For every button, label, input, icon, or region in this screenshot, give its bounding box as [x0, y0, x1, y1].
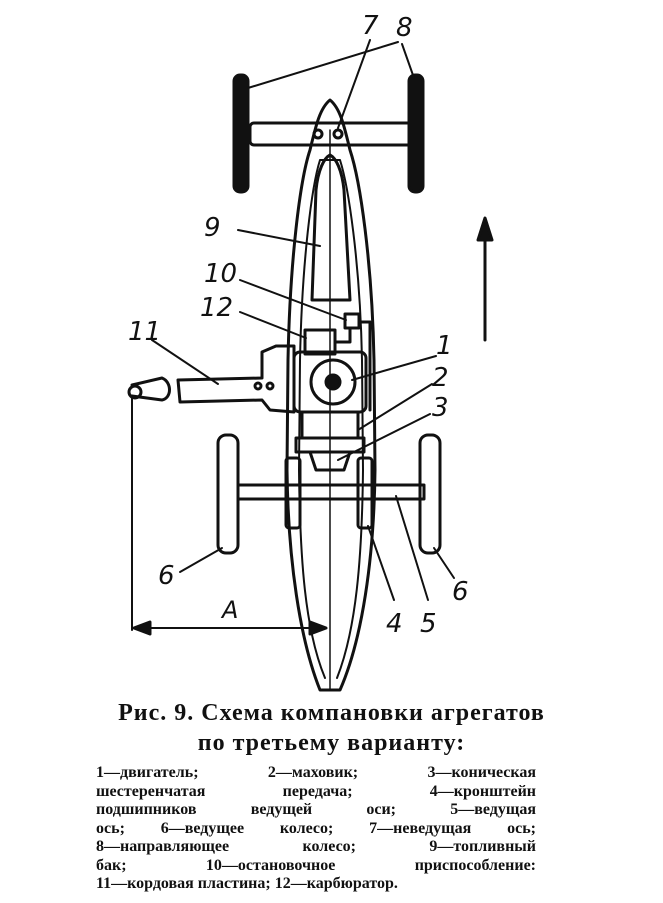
leader-6b	[433, 547, 455, 579]
hull-inner-outline	[298, 159, 364, 679]
leader-4	[367, 525, 395, 601]
legend-line: подшипников ведущей оси; 5—ведущая	[96, 801, 536, 818]
leader-8b	[401, 43, 415, 79]
flywheel-hub	[324, 373, 342, 391]
leader-1	[351, 355, 437, 381]
label-10: 10	[204, 259, 237, 289]
legend-line: ось; 6—ведущее колесо; 7—неведущая ось;	[96, 819, 536, 837]
front-axle-pin-right	[332, 128, 344, 140]
legend: 1—двигатель; 2—маховик; 3—коническая шес…	[96, 764, 536, 894]
legend-line: шестеренчатая передача; 4—кронштейн	[96, 782, 536, 800]
stop-device	[343, 312, 361, 330]
front-wheel-right	[407, 73, 425, 194]
leader-3	[337, 413, 431, 461]
leader-6a	[179, 547, 223, 573]
label-4: 4	[386, 609, 403, 639]
bearing-bracket-left	[284, 456, 302, 530]
leader-2	[357, 383, 433, 431]
label-9: 9	[204, 213, 221, 243]
label-6-right: 6	[452, 577, 469, 607]
label-7: 7	[362, 11, 379, 41]
cord-plate-hole-1	[253, 381, 263, 391]
label-2: 2	[432, 363, 449, 393]
leader-7	[337, 39, 371, 129]
label-6-left: 6	[158, 561, 175, 591]
leader-9	[237, 229, 321, 247]
cord-ring	[130, 376, 171, 402]
leader-8a	[247, 41, 399, 89]
fuel-tank	[310, 153, 352, 302]
label-5: 5	[420, 609, 437, 639]
front-axle-pin-left	[312, 128, 324, 140]
legend-line: 1—двигатель; 2—маховик; 3—коническая	[96, 764, 536, 781]
driving-wheel-left	[216, 433, 240, 555]
front-wheel-left	[232, 73, 250, 194]
leader-12	[239, 311, 307, 339]
dimension-label-a: A	[220, 596, 238, 624]
leader-5	[395, 495, 429, 601]
label-12: 12	[200, 293, 233, 323]
layout-diagram: 7 8 9 10 12 11 1 2 3 6 6 4 5 A	[127, 11, 494, 692]
legend-line: 11—кордовая пластина; 12—карбюратор.	[96, 875, 398, 892]
gear-lower	[308, 450, 352, 472]
label-8: 8	[396, 13, 413, 43]
cord-ring-eye	[127, 384, 143, 400]
legend-line: 8—направляющее колесо; 9—топливный	[96, 838, 536, 855]
label-1: 1	[436, 331, 453, 361]
bearing-bracket-right	[356, 456, 374, 530]
cord-plate-hole-2	[265, 381, 275, 391]
flywheel	[309, 358, 357, 406]
carburettor-pipe	[333, 326, 352, 344]
direction-arrowhead	[476, 216, 494, 242]
label-3: 3	[432, 393, 449, 423]
leader-10	[239, 279, 347, 321]
driving-wheel-right	[418, 433, 442, 555]
dimension-arrow-right	[308, 620, 328, 636]
legend-line: бак; 10—остановочное приспособление:	[96, 856, 536, 874]
leader-11	[151, 339, 219, 385]
caption-title-line-2: по третьему варианту:	[197, 730, 466, 756]
label-11: 11	[128, 317, 161, 347]
cord-plate	[176, 344, 296, 414]
dimension-arrow-left	[132, 620, 152, 636]
caption-title-line-1: Рис. 9. Схема компановки агрегатов	[118, 700, 545, 726]
